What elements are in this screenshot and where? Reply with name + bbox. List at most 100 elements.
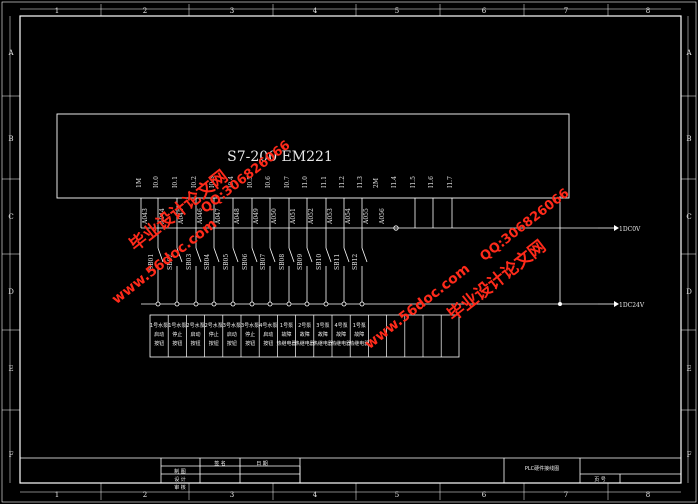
address-label: A053 (327, 208, 334, 225)
table-cell-text: 1号水泵 (168, 322, 186, 329)
address-label: A052 (308, 208, 315, 225)
switch-label: SB03 (186, 254, 193, 270)
terminal-label: I0.6 (265, 176, 272, 188)
table-cell-text: 1号泵 (353, 323, 366, 329)
module-title: S7-200 EM221 (227, 149, 333, 165)
column-label-top: 5 (395, 7, 399, 15)
address-label: A044 (159, 208, 166, 225)
switch-label: SB04 (204, 254, 211, 270)
junction-node (359, 301, 365, 307)
table-cell-text: 3号水泵 (223, 322, 241, 329)
table-cell-text: 按钮 (190, 340, 200, 347)
date-header: 日 期 (256, 461, 268, 467)
table-cell-text: 2号泵 (298, 323, 311, 329)
address-label: A043 (142, 208, 149, 225)
column-label-bottom: 8 (646, 491, 650, 499)
row-label-left: D (8, 288, 14, 296)
terminal-label: I1.7 (447, 176, 454, 188)
column-label-bottom: 7 (564, 491, 568, 499)
junction-node (267, 301, 273, 307)
supply-zero-label: 1DC0V (619, 226, 641, 233)
junction-node (323, 301, 329, 307)
row-label-right: F (687, 451, 692, 459)
junction-node (193, 301, 199, 307)
table-cell-text: 2号水泵 (186, 322, 204, 329)
watermarks: 毕业设计论文网 www.56doc.com QQ:306826066 QQ:30… (109, 138, 572, 353)
row-label-right: E (686, 365, 691, 373)
table-cell-text: 3号泵 (316, 323, 329, 329)
table-cell-text: 故障 (336, 331, 346, 338)
switch-label: SB02 (167, 254, 174, 270)
table-cell-text: 故障 (300, 331, 310, 338)
terminal-label: 1M (136, 178, 143, 188)
terminal-label: I0.5 (247, 176, 254, 188)
column-label-top: 8 (646, 7, 650, 15)
table-cell-text: 故障 (318, 331, 328, 338)
supply-plus-label: 1DC24V (619, 302, 645, 309)
table-cell-text: 停止 (209, 331, 219, 338)
table-cell-text: 按钮 (172, 340, 182, 347)
row-label-right: D (686, 288, 692, 296)
switch-contact (157, 247, 164, 263)
column-label-top: 6 (482, 7, 487, 15)
switch-contact (306, 247, 313, 263)
address-label: A054 (345, 208, 352, 225)
table-cell-text: 热继电器 (331, 340, 351, 347)
table-cell-text: 停止 (172, 331, 182, 338)
address-label: A055 (363, 208, 370, 225)
switch-contact (361, 247, 368, 263)
switch-contact (176, 247, 183, 263)
junction-node (155, 301, 161, 307)
column-label-bottom: 4 (313, 491, 318, 499)
terminal-label: I0.1 (172, 176, 179, 188)
column-label-bottom: 3 (230, 491, 234, 499)
table-cell-text: 热继电器 (349, 340, 369, 347)
terminal-label: I1.5 (410, 176, 417, 188)
column-label-top: 7 (564, 7, 568, 15)
title-block-lines (20, 457, 681, 483)
drawing-title: PLC硬件接线图 (525, 465, 559, 472)
terminal-label: I0.4 (228, 176, 235, 188)
table-cell-text: 启动 (227, 331, 237, 338)
terminal-label: I1.2 (339, 176, 346, 188)
drawn-by-label: 制 图 (174, 468, 186, 475)
junction-node (174, 301, 180, 307)
table-cell-text: 启动 (190, 331, 200, 338)
column-label-top: 3 (230, 7, 234, 15)
table-cell-text: 故障 (354, 331, 364, 338)
switch-label: SB07 (260, 254, 267, 270)
row-label-right: A (685, 49, 692, 57)
row-label-left: A (7, 49, 14, 57)
terminal-label: I0.7 (284, 176, 291, 188)
row-label-right: C (686, 213, 691, 221)
junction-node (211, 301, 217, 307)
designed-by-label: 设 计 (174, 476, 186, 483)
switch-label: SB06 (242, 254, 249, 270)
page-number-label: 页 号 (594, 477, 606, 483)
table-cell-text: 3号水泵 (241, 322, 259, 329)
table-cell-text: 4号水泵 (259, 322, 277, 329)
table-cell-text: 停止 (245, 331, 255, 338)
row-label-left: C (8, 213, 13, 221)
address-label: A045 (178, 208, 185, 225)
address-label: A049 (253, 208, 260, 225)
terminal-label: I1.4 (391, 176, 398, 188)
switch-label: SB08 (279, 254, 286, 270)
table-cell-text: 按钮 (245, 340, 255, 347)
table-cell-text: 按钮 (209, 340, 219, 347)
table-cell-text: 热继电器 (313, 340, 333, 347)
switch-contact (251, 247, 258, 263)
column-label-bottom: 1 (55, 491, 59, 499)
switch-contact (195, 247, 202, 263)
column-label-bottom: 5 (395, 491, 399, 499)
junction-node (286, 301, 292, 307)
table-cell-text: 1号泵 (280, 323, 293, 329)
switch-label: SB05 (223, 254, 230, 270)
junction-node (558, 302, 562, 306)
